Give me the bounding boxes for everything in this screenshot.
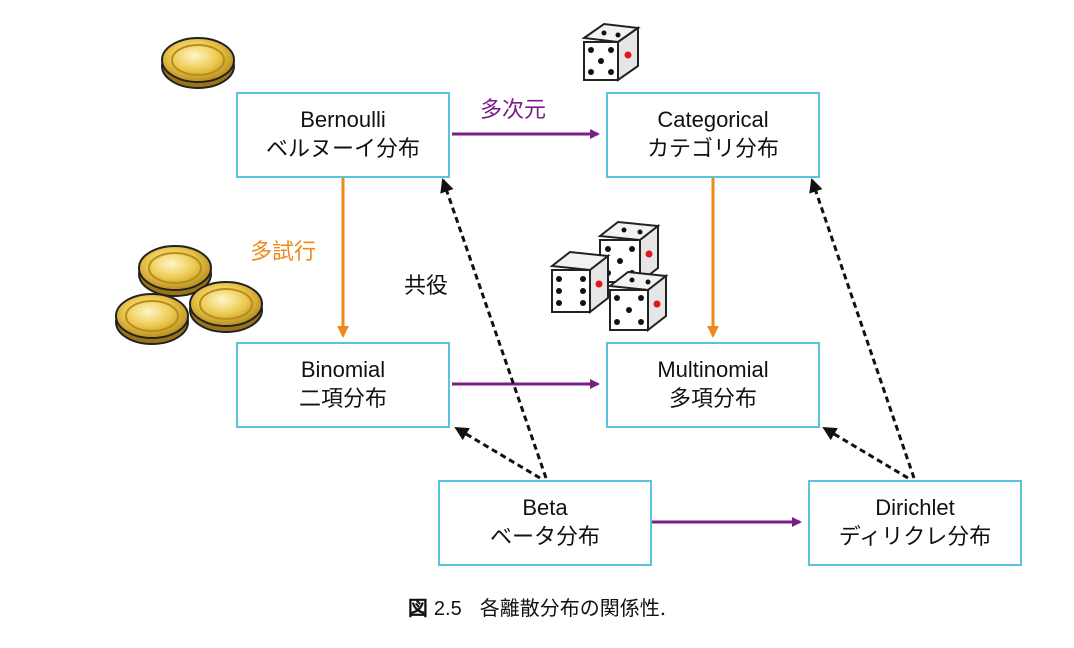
node-categorical: Categorical カテゴリ分布: [606, 92, 820, 178]
caption-fig-label: 図: [407, 596, 428, 620]
node-dirichlet-ja: ディリクレ分布: [838, 525, 992, 550]
coin-icon: [115, 293, 189, 345]
coins-group-icon: [115, 245, 263, 345]
node-categorical-en: Categorical: [657, 107, 769, 132]
die-icon: [607, 270, 669, 333]
node-bernoulli-ja: ベルヌーイ分布: [265, 137, 420, 162]
node-beta-ja: ベータ分布: [489, 525, 600, 550]
coin-icon: [161, 37, 235, 89]
node-dirichlet: Dirichlet ディリクレ分布: [808, 480, 1022, 566]
caption-fig-number: 2.5: [433, 598, 462, 620]
edge-label-multi-trial: 多試行: [250, 240, 317, 265]
dashed-arrow-beta-to-binomial: [454, 426, 541, 480]
dice-group-icon: [549, 220, 669, 333]
node-binomial-ja: 二項分布: [298, 387, 387, 412]
node-multinomial-ja: 多項分布: [668, 387, 757, 412]
node-binomial-en: Binomial: [300, 357, 386, 382]
dashed-arrow-dirichlet-to-categorical: [809, 178, 916, 479]
edge-label-conjugate: 共役: [404, 274, 449, 299]
dashed-arrow-dirichlet-to-multinomial: [822, 426, 909, 480]
die-icon: [581, 22, 641, 82]
node-categorical-ja: カテゴリ分布: [646, 137, 779, 162]
die-icon: [549, 250, 611, 315]
coin-icon: [189, 281, 263, 333]
node-beta: Beta ベータ分布: [438, 480, 652, 566]
node-multinomial: Multinomial 多項分布: [606, 342, 820, 428]
caption-text: 各離散分布の関係性.: [479, 596, 667, 620]
node-binomial: Binomial 二項分布: [236, 342, 450, 428]
node-dirichlet-en: Dirichlet: [875, 495, 955, 520]
edge-label-multi-dim: 多次元: [480, 98, 547, 123]
node-beta-en: Beta: [522, 495, 568, 520]
node-bernoulli: Bernoulli ベルヌーイ分布: [236, 92, 450, 178]
coin-icon: [138, 245, 212, 297]
node-multinomial-en: Multinomial: [657, 357, 769, 382]
dashed-arrow-beta-to-bernoulli: [440, 178, 548, 479]
node-bernoulli-en: Bernoulli: [300, 107, 386, 132]
